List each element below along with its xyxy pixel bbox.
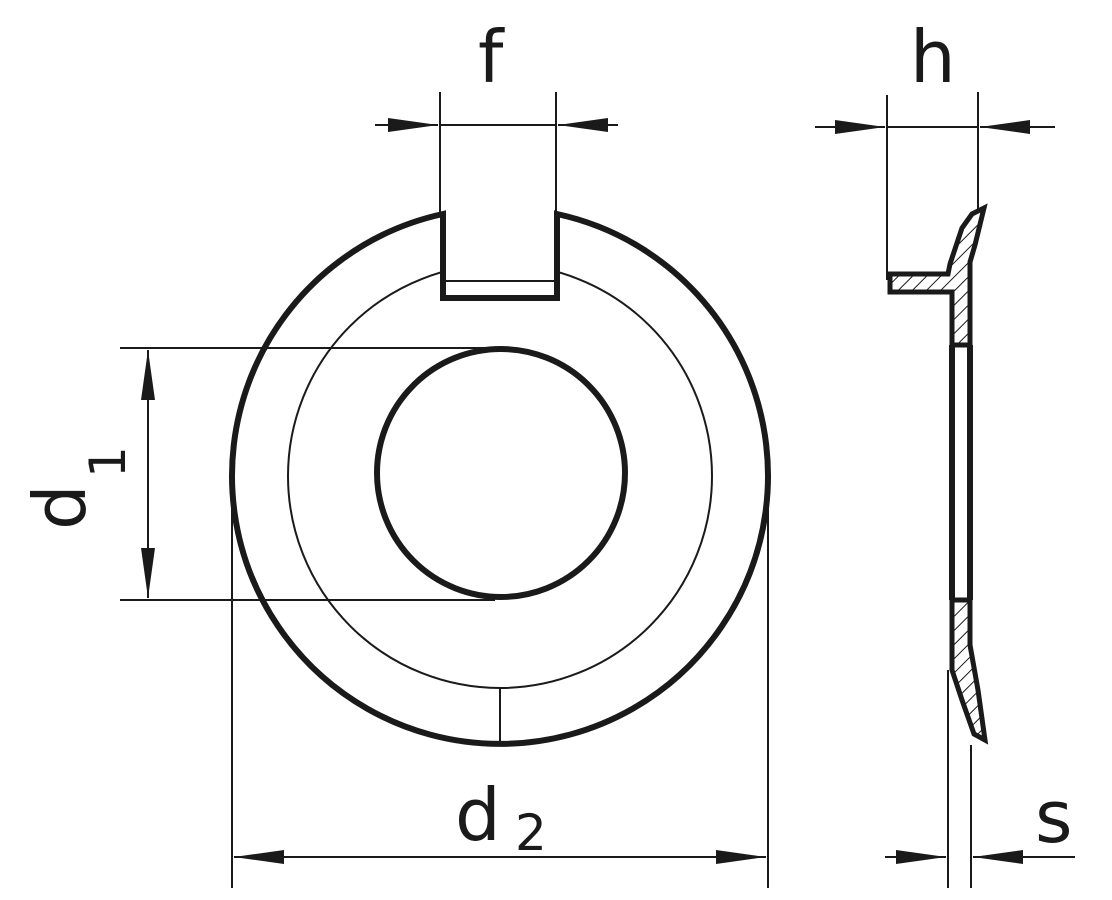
inner-ring-line <box>287 263 713 689</box>
d2-subscript: 2 <box>515 804 547 862</box>
s-label: s <box>1035 775 1073 859</box>
front-view <box>229 200 771 747</box>
dimension-f: f <box>375 15 618 212</box>
dimension-s: s <box>885 670 1075 888</box>
d1-label: d <box>18 484 102 530</box>
dimension-d2: d 2 <box>231 490 769 888</box>
d2-label: d <box>455 773 501 857</box>
dimension-h: h <box>815 15 1055 280</box>
f-label: f <box>478 15 505 99</box>
side-view <box>887 203 989 745</box>
h-label: h <box>910 15 956 99</box>
outer-contour <box>229 210 771 747</box>
section-bottom <box>949 597 989 745</box>
tab-notch-fill <box>443 200 557 298</box>
dimension-d1: d 1 <box>18 347 500 601</box>
d1-subscript: 1 <box>79 446 137 478</box>
bore-hole <box>374 346 628 600</box>
section-top <box>887 203 988 348</box>
